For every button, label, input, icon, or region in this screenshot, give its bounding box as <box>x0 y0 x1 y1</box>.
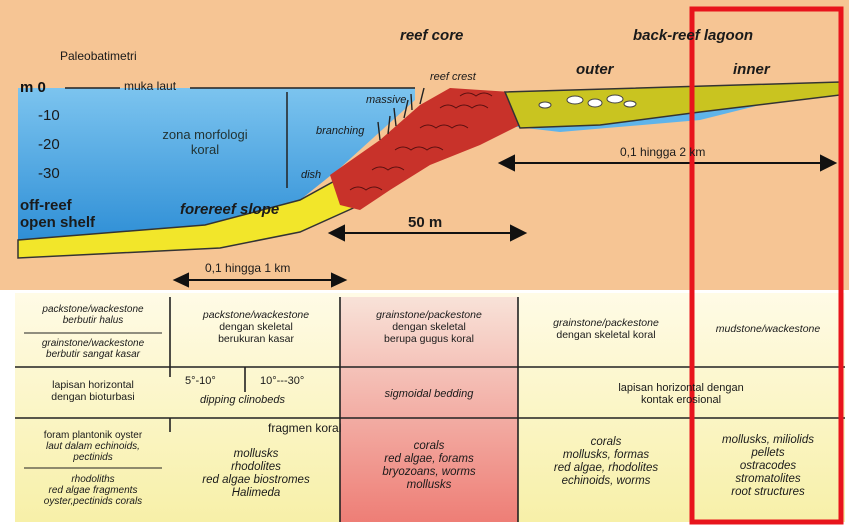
row3-col3-line4: mollusks <box>407 479 452 492</box>
row2-angle-b: 10°---30° <box>260 375 304 387</box>
row2-col1: lapisan horizontal dengan bioturbasi <box>20 380 166 404</box>
paleobatimetri-label: Paleobatimetri <box>60 50 137 63</box>
row3-col3: corals red algae, forams bryozoans, worm… <box>344 440 514 492</box>
row1-col1-b-line1: grainstone/wackestone <box>42 338 144 349</box>
distance-right-label: 0,1 hingga 2 km <box>620 146 705 159</box>
row3-col2-line1: mollusks <box>234 448 279 461</box>
row1-col1-a-line1: packstone/wackestone <box>42 304 143 315</box>
off-reef-line1: off-reef <box>20 198 72 215</box>
off-reef-line2: open shelf <box>20 215 95 232</box>
reef-crest-label: reef crest <box>430 71 476 83</box>
row2-col45-line2: kontak erosional <box>641 394 721 406</box>
row3-col5: mollusks, miliolids pellets ostracodes s… <box>700 434 836 498</box>
row3-col2-line3: red algae biostromes <box>202 474 309 487</box>
sea-level-label: muka laut <box>124 80 176 93</box>
branching-label: branching <box>316 125 364 137</box>
row2-col2: dipping clinobeds <box>200 394 285 406</box>
row2-col45-line1: lapisan horizontal dengan <box>618 382 743 394</box>
row3-col1-b-line1: rhodoliths <box>71 474 114 485</box>
row3-col1-b-line2: red algae fragments <box>49 485 138 496</box>
zone-label-line1: zona morfologi <box>162 128 247 143</box>
fragmen-koral-label: fragmen koral <box>268 422 341 435</box>
depth-tick-30: -30 <box>38 166 60 183</box>
row1-col3-line1: grainstone/packestone <box>376 310 482 322</box>
row1-col3-line3: berupa gugus koral <box>384 334 474 346</box>
massive-label: massive <box>366 94 406 106</box>
row3-col2: mollusks rhodolites red algae biostromes… <box>174 448 338 500</box>
row1-col2-line3: berukuran kasar <box>218 334 294 346</box>
forereef-slope-label: forereef slope <box>180 202 279 219</box>
row1-col1-a-line2: berbutir halus <box>63 315 124 326</box>
row1-col1-a: packstone/wackestone berbutir halus <box>20 304 166 326</box>
row2-angle-a: 5°-10° <box>185 375 216 387</box>
row2-col45: lapisan horizontal dengan kontak erosion… <box>522 382 840 407</box>
row3-col4-line3: red algae, rhodolites <box>554 462 658 475</box>
row3-col1-b-line3: oyster,pectinids corals <box>44 496 142 507</box>
depth-tick-20: -20 <box>38 137 60 154</box>
row3-col4-line1: corals <box>591 436 622 449</box>
row3-col5-line2: pellets <box>751 447 784 460</box>
row1-col2: packstone/wackestone dengan skeletal ber… <box>174 310 338 345</box>
row3-col5-line3: ostracodes <box>740 460 796 473</box>
row1-col4-line2: dengan skeletal koral <box>556 330 655 342</box>
inner-label: inner <box>733 62 770 79</box>
row1-col3: grainstone/packestone dengan skeletal be… <box>344 310 514 345</box>
row1-col1-b: grainstone/wackestone berbutir sangat ka… <box>20 338 166 360</box>
zone-morphology-label: zona morfologi koral <box>150 128 260 157</box>
depth-tick-10: -10 <box>38 108 60 125</box>
row1-col5: mudstone/wackestone <box>700 324 836 336</box>
dish-label: dish <box>301 169 321 181</box>
row3-col2-line2: rhodolites <box>231 461 281 474</box>
row2-col1-line1: lapisan horizontal <box>52 380 134 392</box>
row3-col3-line1: corals <box>414 440 445 453</box>
row1-col4: grainstone/packestone dengan skeletal ko… <box>522 318 690 342</box>
row3-col5-line4: stromatolites <box>735 473 800 486</box>
row3-col4-line2: mollusks, formas <box>563 449 649 462</box>
row2-col3: sigmoidal bedding <box>344 388 514 400</box>
row1-col4-line1: grainstone/packestone <box>553 318 659 330</box>
back-reef-lagoon-label: back-reef lagoon <box>633 28 753 45</box>
row3-col3-line3: bryozoans, worms <box>382 466 475 479</box>
row3-col3-line2: red algae, forams <box>384 453 474 466</box>
row1-col2-line1: packstone/wackestone <box>203 310 309 322</box>
row1-col3-line2: dengan skeletal <box>392 322 466 334</box>
row3-col5-line1: mollusks, miliolids <box>722 434 814 447</box>
distance-50m-label: 50 m <box>408 215 442 232</box>
row3-col1-a-line1: foram plantonik oyster <box>44 430 142 441</box>
row1-col1-b-line2: berbutir sangat kasar <box>46 349 140 360</box>
row3-col1-a-line2: laut dalam echinoids, <box>46 441 140 452</box>
depth-tick-0: m 0 <box>20 80 46 97</box>
row3-col4: corals mollusks, formas red algae, rhodo… <box>522 436 690 488</box>
row1-col2-line2: dengan skeletal <box>219 322 293 334</box>
row3-col2-line4: Halimeda <box>232 487 281 500</box>
row3-col1-b: rhodoliths red algae fragments oyster,pe… <box>20 474 166 508</box>
off-reef-open-shelf-label: off-reef open shelf <box>20 198 115 232</box>
row3-col1-a: foram plantonik oyster laut dalam echino… <box>20 430 166 464</box>
row3-col4-line4: echinoids, worms <box>562 475 651 488</box>
reef-core-label: reef core <box>400 28 463 45</box>
row3-col1-a-line3: pectinids <box>73 452 112 463</box>
row3-col5-line5: root structures <box>731 486 805 499</box>
zone-label-line2: koral <box>191 143 219 158</box>
row2-col1-line2: dengan bioturbasi <box>51 392 134 404</box>
outer-label: outer <box>576 62 614 79</box>
distance-left-label: 0,1 hingga 1 km <box>205 262 290 275</box>
